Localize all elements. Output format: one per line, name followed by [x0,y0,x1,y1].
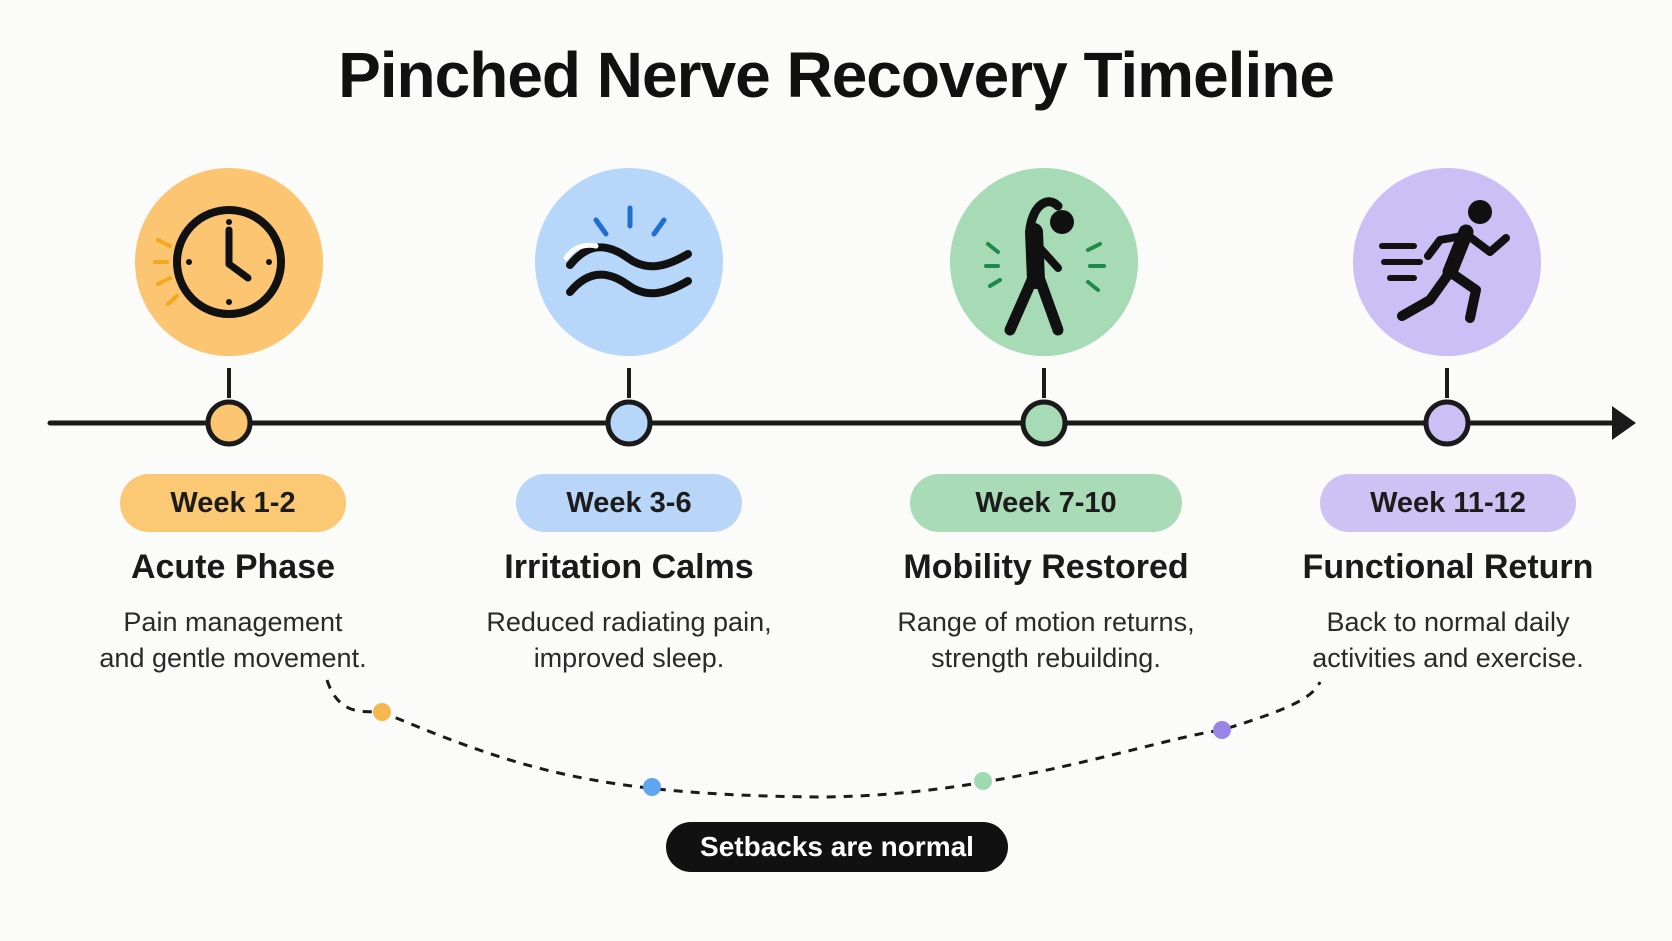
phase-3-description-line-2: strength rebuilding. [931,643,1161,673]
waves-icon [563,205,692,298]
phase-4-node [1423,399,1471,447]
setbacks-badge: Setbacks are normal [666,822,1008,872]
phase-1-week-pill: Week 1-2 [120,474,346,532]
setback-dot-3 [974,772,992,790]
phase-4-description-line-2: activities and exercise. [1312,643,1584,673]
phase-4-description-line-1: Back to normal daily [1326,607,1570,637]
phase-3-title: Mobility Restored [903,548,1189,586]
phase-4-title: Functional Return [1302,548,1594,586]
phase-3-node [1020,399,1068,447]
timeline-arrowhead [1612,406,1636,440]
phase-2-description: Reduced radiating pain, improved sleep. [419,604,839,676]
phase-4-description: Back to normal daily activities and exer… [1238,604,1658,676]
phase-1-description-line-2: and gentle movement. [99,643,367,673]
phase-3-description-line-1: Range of motion returns, [897,607,1195,637]
phase-1-description: Pain management and gentle movement. [23,604,443,676]
setback-dot-2 [643,778,661,796]
phase-4-week-pill: Week 11-12 [1320,474,1576,532]
phase-2-description-line-2: improved sleep. [533,643,725,673]
setback-dot-4 [1213,721,1231,739]
phase-1-description-line-1: Pain management [123,607,343,637]
running-person-icon [1379,200,1510,323]
setback-curve [325,679,1322,799]
phase-4-marker [1353,168,1541,447]
phase-1-marker [135,168,323,447]
setback-dot-1 [373,703,391,721]
phase-2-marker [535,168,723,447]
phase-2-title: Irritation Calms [504,548,754,586]
phase-2-node [605,399,653,447]
page-title: Pinched Nerve Recovery Timeline [338,39,1335,111]
phase-3-description: Range of motion returns, strength rebuil… [836,604,1256,676]
phase-2-description-line-1: Reduced radiating pain, [486,607,772,637]
phase-1-node [205,399,253,447]
phase-3-marker [950,168,1138,447]
clock-icon [153,206,285,318]
phase-2-week-pill: Week 3-6 [516,474,742,532]
phase-3-week-pill: Week 7-10 [910,474,1182,532]
phase-1-title: Acute Phase [130,548,336,586]
stretching-person-icon [984,197,1106,336]
